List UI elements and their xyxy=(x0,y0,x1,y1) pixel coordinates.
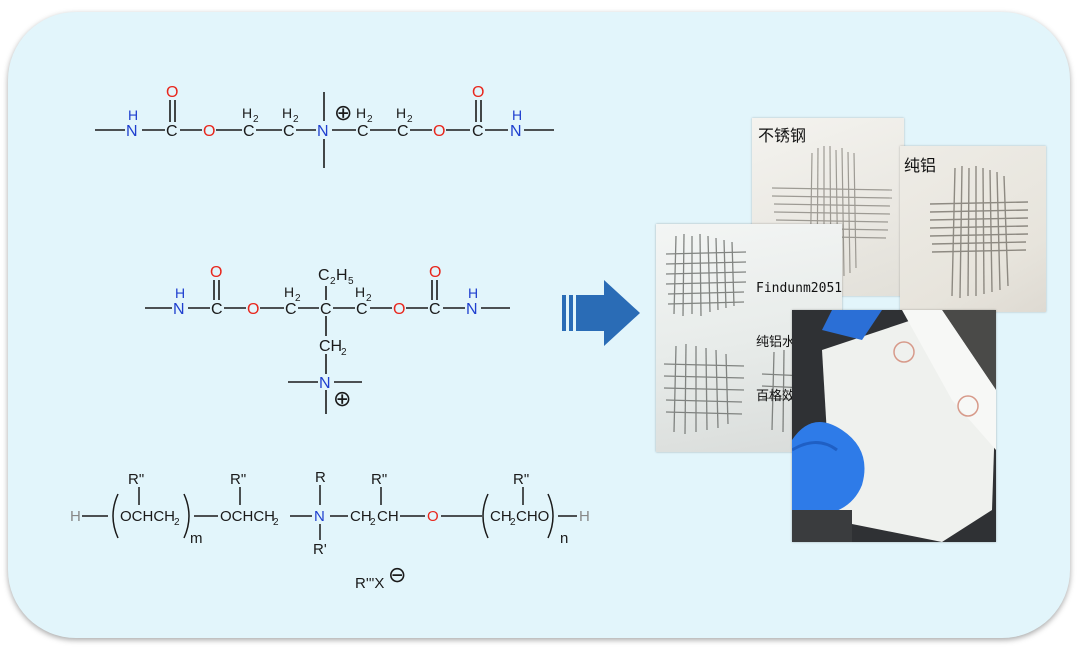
polymer-bonds xyxy=(82,485,577,540)
atom-n: N xyxy=(126,123,138,140)
negative-charge-icon: ⊖ xyxy=(388,562,406,587)
atom-c: C xyxy=(243,123,255,140)
subscript: 2 xyxy=(367,114,373,125)
photo-coated-sheet-in-hand xyxy=(792,310,996,542)
substituent-r-double-prime: R" xyxy=(513,471,529,488)
ethyl-c: C xyxy=(318,267,330,284)
repeat-count-n: n xyxy=(560,530,568,547)
atom-h: H xyxy=(512,107,522,123)
subscript: 2 xyxy=(253,114,259,125)
atom-o: O xyxy=(433,123,445,140)
repeat-unit-3-cho: CHO xyxy=(516,508,549,525)
atom-h: H xyxy=(396,105,406,121)
atom-c: C xyxy=(211,301,223,318)
atom-h: H xyxy=(128,107,138,123)
atom-h: H xyxy=(355,284,365,300)
atom-o: O xyxy=(472,84,484,101)
repeat-unit-1: OCHCH xyxy=(120,508,175,525)
coated-sheet-image xyxy=(792,310,996,542)
substituent-r-double-prime: R" xyxy=(371,471,387,488)
repeat-unit-3-ch2: CH xyxy=(490,508,512,525)
substituent-r: R xyxy=(315,469,326,486)
atom-n: N xyxy=(466,301,478,318)
atom-h: H xyxy=(284,284,294,300)
terminal-h: H xyxy=(579,508,590,525)
atom-n: N xyxy=(510,123,522,140)
atom-h: H xyxy=(468,285,478,301)
subscript: 2 xyxy=(293,114,299,125)
pure-aluminum-label: 纯铝 xyxy=(904,156,937,175)
atom-o: O xyxy=(247,301,259,318)
atom-h: H xyxy=(175,285,185,301)
repeat-count-m: m xyxy=(190,530,203,547)
molecule-2-atoms: N H C O O C H 2 C C 2 H 5 C H 2 O C O N … xyxy=(173,264,478,411)
atom-o: O xyxy=(393,301,405,318)
atom-c: C xyxy=(356,301,368,318)
atom-n: N xyxy=(319,375,331,392)
atom-n: N xyxy=(314,508,325,525)
ch-group: CH xyxy=(377,508,399,525)
substituent-r-double-prime: R" xyxy=(128,471,144,488)
subscript: 2 xyxy=(510,517,516,528)
atom-h: H xyxy=(282,105,292,121)
atom-c: C xyxy=(357,123,369,140)
molecule-2-bonds xyxy=(145,280,510,414)
subscript: 2 xyxy=(174,517,180,528)
atom-h: H xyxy=(356,105,366,121)
substituent-r-double-prime: R" xyxy=(230,471,246,488)
subscript: 2 xyxy=(330,276,336,287)
ch2-group: CH xyxy=(319,338,342,355)
repeat-unit-2: OCHCH xyxy=(220,508,275,525)
atom-c: C xyxy=(283,123,295,140)
subscript: 2 xyxy=(407,114,413,125)
atom-o: O xyxy=(210,264,222,281)
arrow-icon xyxy=(562,280,640,346)
atom-c: C xyxy=(166,123,178,140)
subscript: 5 xyxy=(348,276,354,287)
caption-product: Findunm2051 xyxy=(756,281,842,296)
atom-h: H xyxy=(242,105,252,121)
subscript: 2 xyxy=(295,293,301,304)
atom-c: C xyxy=(472,123,484,140)
positive-charge-icon: ⊕ xyxy=(333,386,351,411)
subscript: 2 xyxy=(341,347,347,358)
atom-o: O xyxy=(429,264,441,281)
atom-c: C xyxy=(320,301,332,318)
photo-pure-aluminum: 纯铝 xyxy=(900,146,1046,312)
positive-charge-icon: ⊕ xyxy=(334,100,352,125)
atom-n: N xyxy=(317,123,329,140)
subscript: 2 xyxy=(366,293,372,304)
atom-o: O xyxy=(166,84,178,101)
molecule-1-atoms: N H C O O C H 2 C H 2 N ⊕ C H 2 C H 2 O … xyxy=(126,84,522,140)
ch2-group: CH xyxy=(350,508,372,525)
atom-c: C xyxy=(397,123,409,140)
atom-c: C xyxy=(429,301,441,318)
molecule-1-bonds xyxy=(95,92,554,168)
ethyl-h: H xyxy=(336,267,348,284)
polymer-atoms: H R" OCHCH 2 m R" OCHCH 2 R N R' CH 2 CH… xyxy=(70,469,590,592)
atom-n: N xyxy=(173,301,185,318)
counterion: R'''X xyxy=(355,575,384,592)
atom-c: C xyxy=(285,301,297,318)
crosshatch-grid xyxy=(929,165,1029,299)
atom-o: O xyxy=(427,508,439,525)
subscript: 2 xyxy=(370,517,376,528)
terminal-h: H xyxy=(70,508,81,525)
substituent-r-prime: R' xyxy=(313,541,327,558)
subscript: 2 xyxy=(273,517,279,528)
atom-o: O xyxy=(203,123,215,140)
stainless-steel-label: 不锈钢 xyxy=(758,126,807,145)
